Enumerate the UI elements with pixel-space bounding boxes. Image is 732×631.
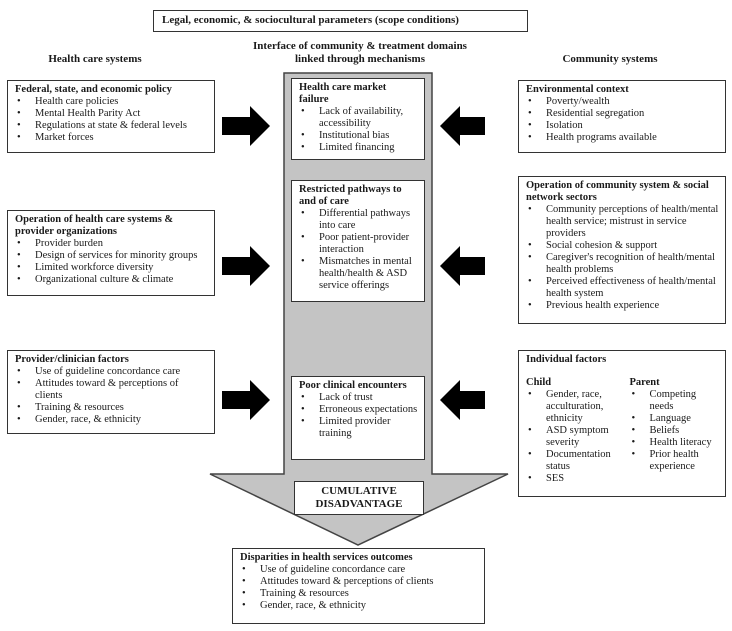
list-item: Perceived effectiveness of health/mental… <box>526 276 719 300</box>
list-item: Use of guideline concordance care <box>15 366 208 378</box>
list-item: Design of services for minority groups <box>15 250 208 262</box>
box-title: Environmental context <box>526 84 629 95</box>
list-item: Institutional bias <box>299 130 418 142</box>
list-item: Mismatches in mental health/health & ASD… <box>299 256 418 292</box>
cumulative-line1: CUMULATIVE <box>321 485 397 497</box>
list-item: Limited workforce diversity <box>15 262 208 274</box>
list-item: Market forces <box>15 132 208 144</box>
list-item: Prior health experience <box>630 449 720 473</box>
child-column: Child Gender, race, acculturation, ethni… <box>526 377 616 485</box>
parent-title: Parent <box>629 377 660 388</box>
box-title: Federal, state, and economic policy <box>15 84 172 95</box>
list-item: Provider burden <box>15 238 208 250</box>
environmental-context-box: Environmental context Poverty/wealth Res… <box>518 80 726 153</box>
list-item: Training & resources <box>240 588 478 600</box>
list-item: Isolation <box>526 120 719 132</box>
box-title: Poor clinical encounters <box>299 380 407 391</box>
list-item: Health programs available <box>526 132 719 144</box>
list-item: Erroneous expectations <box>299 404 418 416</box>
list-item: Limited financing <box>299 142 418 154</box>
individual-factors-box: Individual factors Child Gender, race, a… <box>518 350 726 497</box>
arrow-left-icon <box>440 380 485 420</box>
list-item: Regulations at state & federal levels <box>15 120 208 132</box>
box-title: Restricted pathways to and of care <box>299 184 402 207</box>
list-item: Gender, race, acculturation, ethnicity <box>526 389 616 425</box>
list-item: Training & resources <box>15 402 208 414</box>
list-item: Mental Health Parity Act <box>15 108 208 120</box>
market-failure-box: Health care market failure Lack of avail… <box>291 78 425 160</box>
scope-conditions-box: Legal, economic, & sociocultural paramet… <box>153 10 528 32</box>
provider-factors-box: Provider/clinician factors Use of guidel… <box>7 350 215 434</box>
poor-clinical-encounters-box: Poor clinical encounters Lack of trust E… <box>291 376 425 460</box>
list-item: Residential segregation <box>526 108 719 120</box>
list-item: Health literacy <box>630 437 720 449</box>
arrow-left-icon <box>440 246 485 286</box>
list-item: Community perceptions of health/mental h… <box>526 204 719 240</box>
list-item: Documentation status <box>526 449 616 473</box>
federal-policy-box: Federal, state, and economic policy Heal… <box>7 80 215 153</box>
list-item: Language <box>630 413 720 425</box>
cumulative-line2: DISADVANTAGE <box>315 498 403 510</box>
arrow-right-icon <box>222 380 270 420</box>
list-item: Organizational culture & climate <box>15 274 208 286</box>
box-title: Operation of health care systems & provi… <box>15 214 174 237</box>
list-item: Limited provider training <box>299 416 418 440</box>
list-item: ASD symptom severity <box>526 425 616 449</box>
box-title: Operation of community system & social n… <box>526 180 709 203</box>
health-care-systems-header: Health care systems <box>48 53 142 65</box>
list-item: Attitudes toward & perceptions of client… <box>15 378 208 402</box>
list-item: Health care policies <box>15 96 208 108</box>
box-title: Disparities in health services outcomes <box>240 552 413 563</box>
list-item: SES <box>526 473 616 485</box>
interface-header: Interface of community & treatment domai… <box>210 40 510 66</box>
list-item: Differential pathways into care <box>299 208 418 232</box>
restricted-pathways-box: Restricted pathways to and of care Diffe… <box>291 180 425 302</box>
list-item: Competing needs <box>630 389 720 413</box>
community-systems-header: Community systems <box>562 53 658 65</box>
interface-header-line1: Interface of community & treatment domai… <box>253 40 467 52</box>
box-title: Individual factors <box>526 354 607 365</box>
health-care-operations-box: Operation of health care systems & provi… <box>7 210 215 296</box>
list-item: Lack of availability, accessibility <box>299 106 418 130</box>
list-item: Attitudes toward & perceptions of client… <box>240 576 478 588</box>
cumulative-flow-arrow <box>209 72 509 546</box>
child-title: Child <box>526 377 552 388</box>
outcomes-box: Disparities in health services outcomes … <box>232 548 485 624</box>
list-item: Poor patient-provider interaction <box>299 232 418 256</box>
list-item: Caregiver's recognition of health/mental… <box>526 252 719 276</box>
list-item: Poverty/wealth <box>526 96 719 108</box>
arrow-right-icon <box>222 106 270 146</box>
list-item: Beliefs <box>630 425 720 437</box>
list-item: Gender, race, & ethnicity <box>240 600 478 612</box>
list-item: Previous health experience <box>526 300 719 312</box>
list-item: Use of guideline concordance care <box>240 564 478 576</box>
list-item: Gender, race, & ethnicity <box>15 414 208 426</box>
parent-column: Parent Competing needs Language Beliefs … <box>630 377 720 485</box>
box-title: Provider/clinician factors <box>15 354 129 365</box>
list-item: Lack of trust <box>299 392 418 404</box>
list-item: Social cohesion & support <box>526 240 719 252</box>
cumulative-disadvantage-box: CUMULATIVE DISADVANTAGE <box>294 481 424 515</box>
community-operations-box: Operation of community system & social n… <box>518 176 726 324</box>
box-title: Health care market failure <box>299 82 387 105</box>
arrow-right-icon <box>222 246 270 286</box>
interface-header-line2: linked through mechanisms <box>295 53 425 65</box>
arrow-left-icon <box>440 106 485 146</box>
